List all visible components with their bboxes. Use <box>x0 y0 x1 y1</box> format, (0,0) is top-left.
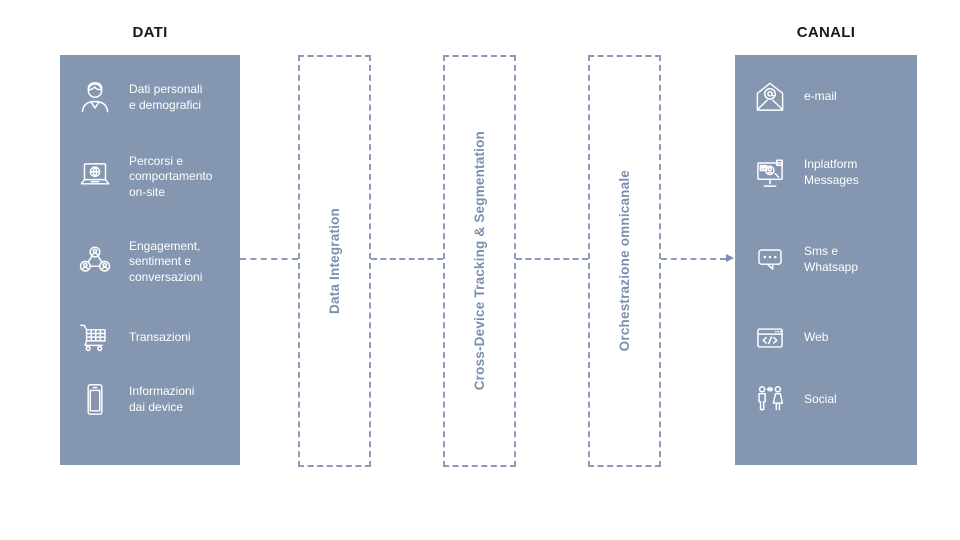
list-item-label: Informazioni dai device <box>129 384 195 414</box>
left-panel-title: DATI <box>132 24 168 41</box>
list-item: e-mail <box>749 67 911 127</box>
list-item: Percorsi e comportamento on-site <box>74 147 234 207</box>
connector-line <box>661 258 726 260</box>
list-item-label: e-mail <box>804 89 837 104</box>
right-panel-title: CANALI <box>796 24 856 41</box>
connector-line <box>371 258 443 260</box>
list-item-label: Sms e Whatsapp <box>804 244 859 274</box>
process-box-label: Cross-Device Tracking & Segmentation <box>472 131 487 391</box>
person-icon <box>74 77 116 119</box>
list-item: Transazioni <box>74 308 234 368</box>
monitor-message-icon <box>749 152 791 194</box>
channels-panel: e-mail Inplatform Messages <box>735 55 917 465</box>
list-item-label: Transazioni <box>129 330 191 345</box>
email-icon <box>749 76 791 118</box>
list-item: Social <box>749 370 911 430</box>
phone-icon <box>74 379 116 421</box>
data-sources-panel: Dati personali e demografici Percorsi e … <box>60 55 240 465</box>
list-item: Dati personali e demografici <box>74 68 234 128</box>
social-icon <box>749 379 791 421</box>
list-item-label: Dati personali e demografici <box>129 82 203 112</box>
arrow-right-icon <box>726 254 734 262</box>
list-item: Inplatform Messages <box>749 143 911 203</box>
process-box-label: Data Integration <box>327 208 342 314</box>
process-box-label: Orchestrazione omnicanale <box>617 170 632 352</box>
network-icon <box>74 241 116 283</box>
list-item-label: Web <box>804 330 829 345</box>
chat-icon <box>749 239 791 281</box>
list-item-label: Engagement, sentiment e conversazioni <box>129 238 203 284</box>
list-item: Engagement, sentiment e conversazioni <box>74 232 234 292</box>
list-item-label: Inplatform Messages <box>804 157 859 187</box>
list-item-label: Percorsi e comportamento on-site <box>129 153 213 199</box>
connector-line <box>240 258 298 260</box>
web-icon <box>749 317 791 359</box>
connector-line <box>516 258 588 260</box>
list-item: Sms e Whatsapp <box>749 230 911 290</box>
process-box-data-integration: Data Integration <box>298 55 371 467</box>
list-item: Informazioni dai device <box>74 370 234 430</box>
list-item: Web <box>749 308 911 368</box>
process-box-orchestration: Orchestrazione omnicanale <box>588 55 661 467</box>
laptop-icon <box>74 156 116 198</box>
cart-icon <box>74 317 116 359</box>
process-box-cross-device: Cross-Device Tracking & Segmentation <box>443 55 516 467</box>
list-item-label: Social <box>804 392 837 407</box>
